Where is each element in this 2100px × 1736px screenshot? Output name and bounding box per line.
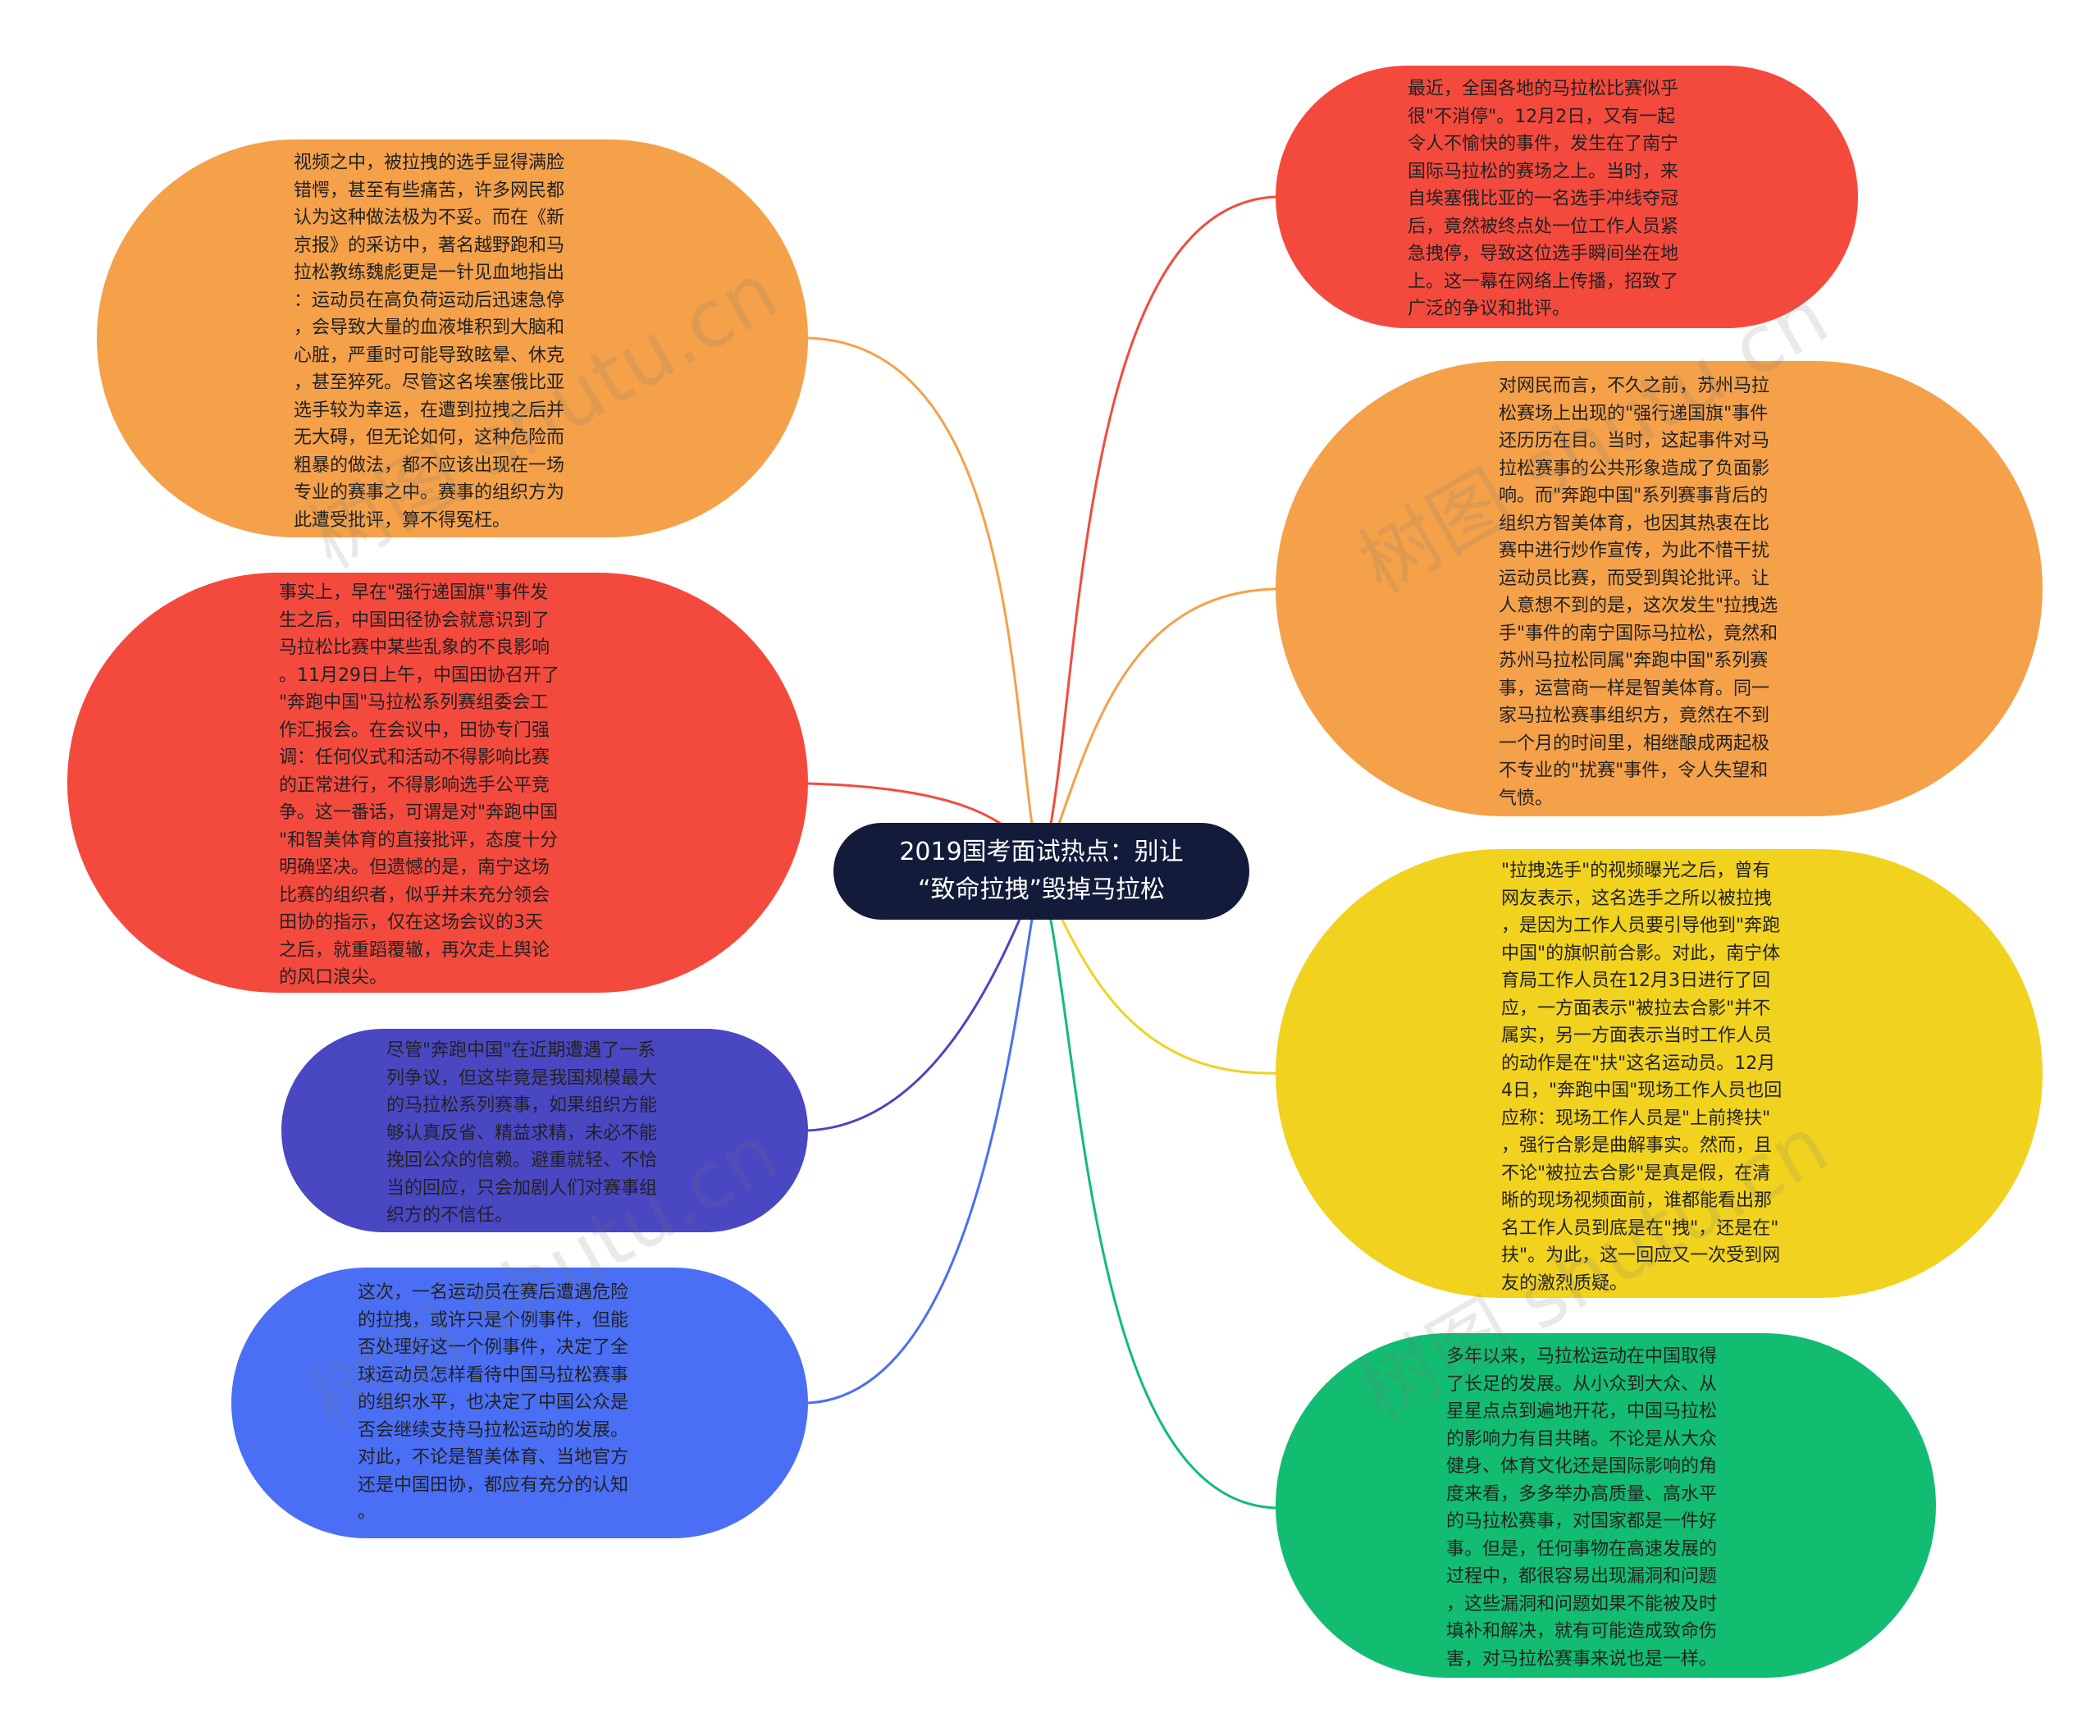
node-left-1-text: 视频之中，被拉拽的选手显得满脸 错愕，甚至有些痛苦，许多网民都 认为这种做法极为… — [294, 153, 565, 531]
node-left-1[interactable]: 视频之中，被拉拽的选手显得满脸 错愕，甚至有些痛苦，许多网民都 认为这种做法极为… — [97, 139, 808, 537]
node-right-2-text: 对网民而言，不久之前，苏州马拉 松赛场上出现的"强行递国旗"事件 还历历在目。当… — [1499, 376, 1778, 809]
node-left-2[interactable]: 事实上，早在"强行递国旗"事件发 生之后，中国田径协会就意识到了 马拉松比赛中某… — [67, 573, 808, 993]
node-right-4-text: 多年以来，马拉松运动在中国取得 了长足的发展。从小众到大众、从 星星点点到遍地开… — [1446, 1346, 1718, 1670]
connector-left-4 — [807, 870, 1042, 1405]
connector-left-1 — [807, 336, 1042, 872]
node-left-3-text: 尽管"奔跑中国"在近期遭遇了一系 列争议，但这毕竟是我国规模最大 的马拉松系列赛… — [386, 1040, 658, 1226]
connector-right-4 — [1039, 870, 1276, 1510]
node-left-4[interactable]: 这次，一名运动员在赛后遭遇危险 的拉拽，或许只是个例事件，但能 否处理好这一个例… — [231, 1268, 808, 1538]
node-left-4-text: 这次，一名运动员在赛后遭遇危险 的拉拽，或许只是个例事件，但能 否处理好这一个例… — [358, 1282, 629, 1523]
node-left-3[interactable]: 尽管"奔跑中国"在近期遭遇了一系 列争议，但这毕竟是我国规模最大 的马拉松系列赛… — [281, 1029, 808, 1232]
node-right-4[interactable]: 多年以来，马拉松运动在中国取得 了长足的发展。从小众到大众、从 星星点点到遍地开… — [1276, 1333, 1936, 1678]
node-right-2[interactable]: 对网民而言，不久之前，苏州马拉 松赛场上出现的"强行递国旗"事件 还历历在目。当… — [1276, 361, 2043, 816]
central-topic-line2: “致命拉拽”毁掉马拉松 — [917, 875, 1166, 904]
central-topic-line1: 2019国考面试热点：别让 — [899, 838, 1184, 866]
node-right-3[interactable]: "拉拽选手"的视频曝光之后，曾有 网友表示，这名选手之所以被拉拽 ，是因为工作人… — [1276, 849, 2043, 1298]
node-left-2-text: 事实上，早在"强行递国旗"事件发 生之后，中国田径协会就意识到了 马拉松比赛中某… — [279, 582, 559, 988]
node-right-3-text: "拉拽选手"的视频曝光之后，曾有 网友表示，这名选手之所以被拉拽 ，是因为工作人… — [1501, 861, 1783, 1294]
node-right-1[interactable]: 最近，全国各地的马拉松比赛似乎 很"不消停"。12月2日，又有一起 令人不愉快的… — [1276, 66, 1858, 328]
node-right-1-text: 最近，全国各地的马拉松比赛似乎 很"不消停"。12月2日，又有一起 令人不愉快的… — [1408, 79, 1679, 319]
connector-right-1 — [1039, 195, 1276, 872]
central-topic[interactable]: 2019国考面试热点：别让 “致命拉拽”毁掉马拉松 — [833, 823, 1249, 920]
